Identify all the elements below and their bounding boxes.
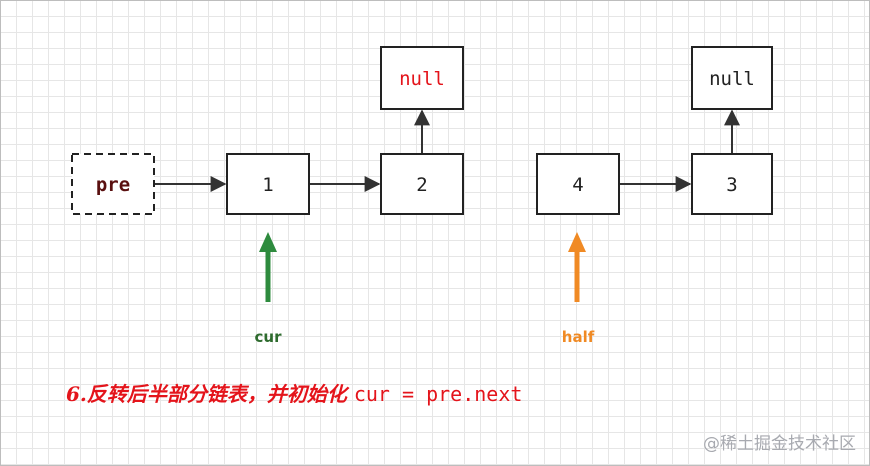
node-2: 2 bbox=[380, 153, 464, 215]
node-null-b: null bbox=[691, 46, 773, 110]
node-pre: pre bbox=[71, 153, 155, 215]
node-1-label: 1 bbox=[262, 174, 273, 196]
node-pre-label: pre bbox=[96, 174, 130, 196]
step-caption-text: 6.反转后半部分链表，并初始化 bbox=[66, 382, 354, 406]
watermark: @稀土掘金技术社区 bbox=[703, 434, 856, 454]
node-null-a: null bbox=[380, 46, 464, 110]
step-caption-code: cur = pre.next bbox=[353, 382, 523, 406]
pointer-cur: cur bbox=[255, 232, 283, 346]
node-1: 1 bbox=[226, 153, 310, 215]
node-3: 3 bbox=[691, 153, 773, 215]
pointer-half: half bbox=[562, 232, 595, 346]
node-4-label: 4 bbox=[572, 174, 583, 196]
node-3-label: 3 bbox=[726, 174, 737, 196]
pointer-cur-label: cur bbox=[255, 328, 283, 346]
node-4: 4 bbox=[536, 153, 620, 215]
step-caption: 6.反转后半部分链表，并初始化 cur = pre.next bbox=[66, 378, 522, 407]
node-null-a-label: null bbox=[399, 68, 445, 90]
node-2-label: 2 bbox=[416, 174, 427, 196]
node-null-b-label: null bbox=[709, 68, 755, 90]
pointer-half-label: half bbox=[562, 328, 595, 346]
